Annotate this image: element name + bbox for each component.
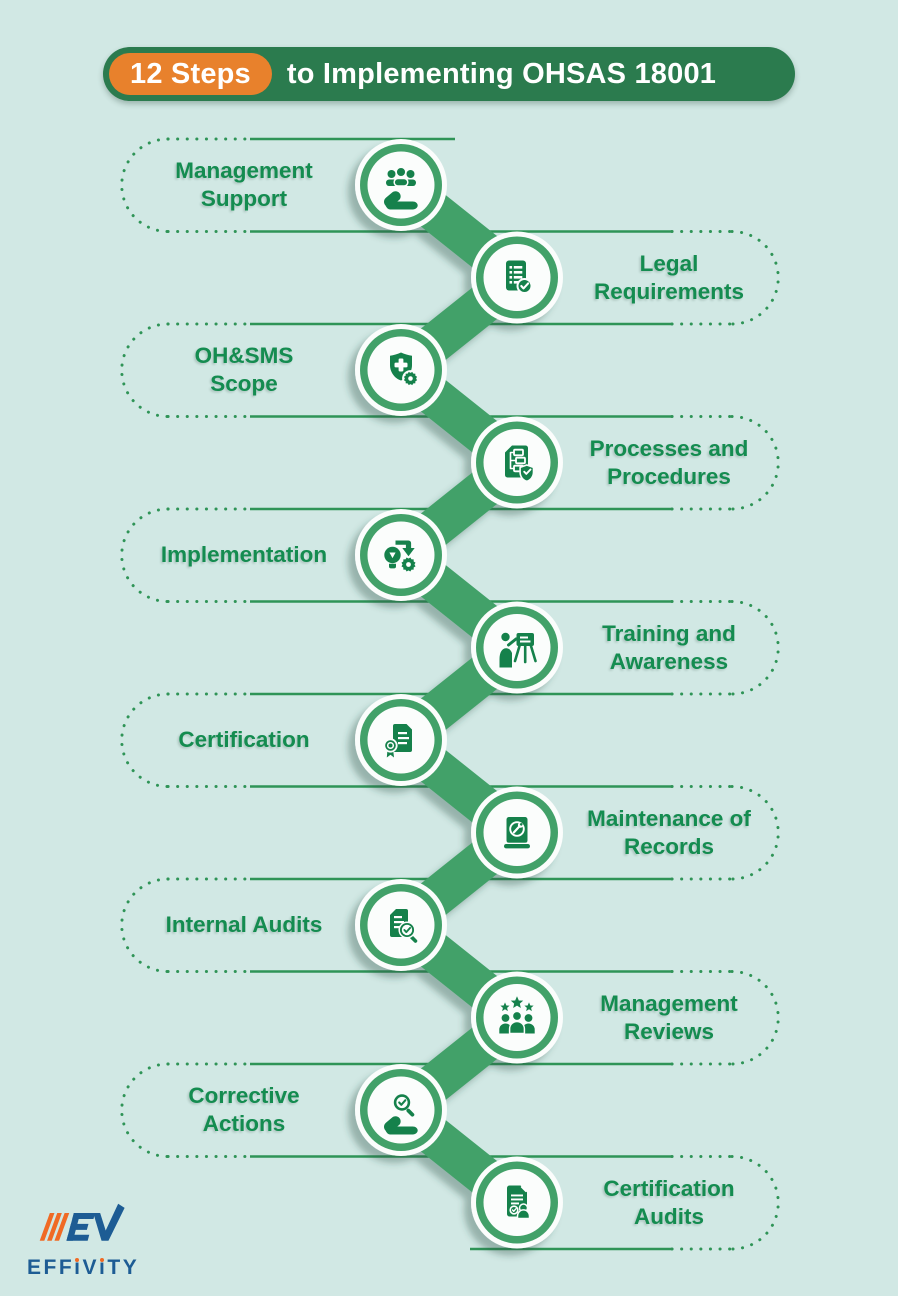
magnifier-in-hand-icon [384,1094,418,1135]
step-label-7: Certification [178,727,310,752]
certified-person-document-icon [507,1185,531,1220]
step-label-2: Legal Requirements [593,250,745,304]
step-label-1: Management Support [175,158,313,211]
step-label-12: Certification Audits [603,1175,735,1229]
shield-gear-icon [390,352,419,387]
trainer-presentation-icon [499,632,537,668]
effivity-wordmark: EFFıVıTY [27,1256,140,1279]
effivity-logo-icon [39,1203,125,1241]
step-circle-5 [355,509,447,601]
step-label-9: Internal Audits [165,912,323,937]
step-label-4: Processes and Procedures [589,435,749,489]
idea-to-gear-icon [384,540,416,572]
title-banner: 12 Steps to Implementing OHSAS 18001 [103,47,795,101]
steps-count-badge: 12 Steps [109,53,272,95]
step-label-10: Management Reviews [600,990,738,1044]
step-label-8: Maintenance of Records [587,805,751,859]
team-stars-icon [499,996,535,1035]
step-label-3: OH&SMS Scope [194,343,294,396]
document-checklist-icon [506,260,533,294]
page-title: to Implementing OHSAS 18001 [286,57,717,90]
maintenance-book-icon [504,817,530,849]
step-circle-6 [471,601,563,694]
people-in-hand-icon [384,166,418,210]
step-label-11: Corrective Actions [188,1083,300,1136]
flow-snake [355,139,563,1249]
certificate-ribbon-icon [383,724,412,758]
step-label-6: Training and Awareness [602,620,736,674]
step-label-5: Implementation [160,542,328,567]
process-flow-document-icon [505,445,535,483]
audit-magnifier-document-icon [390,909,418,943]
